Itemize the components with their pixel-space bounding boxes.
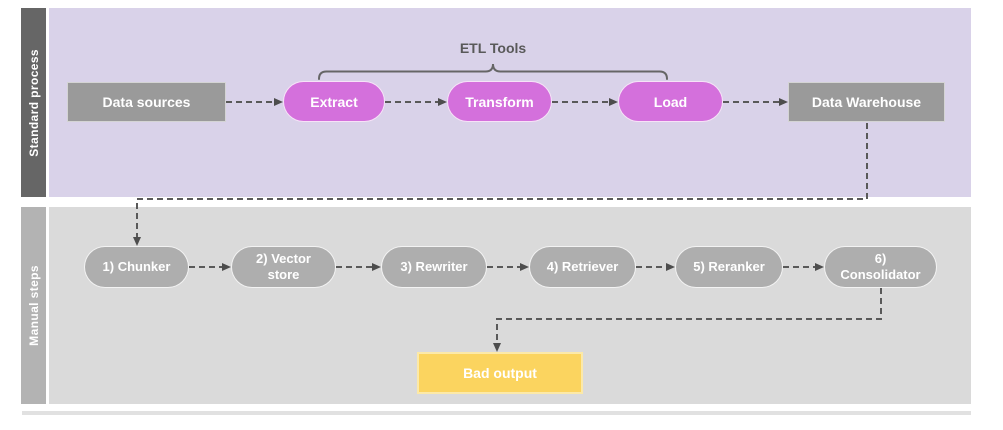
node-vector-store: 2) Vector store [231, 246, 336, 288]
node-load: Load [618, 81, 723, 122]
lane-standard-process-strip: Standard process [21, 8, 46, 197]
lane-manual-steps-strip: Manual steps [21, 207, 46, 404]
node-bad-output: Bad output [417, 352, 583, 394]
etl-tools-group-label: ETL Tools [459, 40, 527, 56]
node-extract: Extract [283, 81, 385, 122]
node-chunker: 1) Chunker [84, 246, 189, 288]
node-data-sources: Data sources [67, 82, 226, 122]
node-reranker: 5) Reranker [675, 246, 783, 288]
node-consolidator: 6) Consolidator [824, 246, 937, 288]
lane-standard-process-label: Standard process [26, 48, 41, 157]
node-data-warehouse: Data Warehouse [788, 82, 945, 122]
node-rewriter: 3) Rewriter [381, 246, 487, 288]
next-lane-divider [22, 411, 971, 415]
node-retriever: 4) Retriever [529, 246, 636, 288]
node-transform: Transform [447, 81, 552, 122]
lane-manual-steps-label: Manual steps [26, 265, 41, 346]
